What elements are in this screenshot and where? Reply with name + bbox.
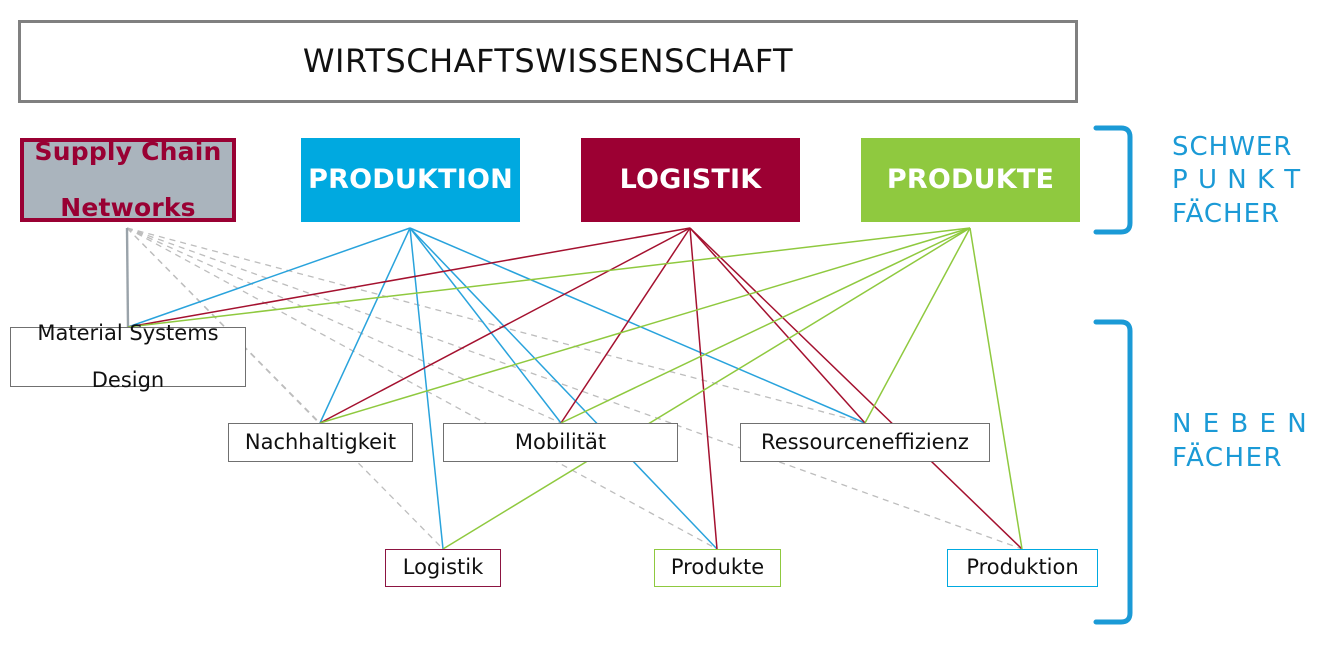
neben-line-1: N E B E N: [1172, 409, 1309, 439]
minor-subject-label-produktion: Produktion: [966, 555, 1079, 580]
minor-subject-produktion[interactable]: Produktion: [947, 549, 1098, 587]
major-subject-produktion[interactable]: PRODUKTION: [301, 138, 520, 222]
edge-produktion-to-msd: [127, 227, 411, 328]
edge-produkte-to-msd: [127, 227, 971, 328]
schwerpunkt-line-1: SCHWER: [1172, 132, 1293, 162]
edge-logistik-to-msd: [127, 227, 691, 328]
edge-scn-to-produkte_min: [126, 227, 718, 550]
major-subject-label-produktion: PRODUKTION: [308, 163, 513, 195]
edge-scn-to-produktion_min: [126, 227, 1023, 550]
edge-logistik-to-mobilitaet: [560, 227, 691, 424]
edge-produkte-to-ressourcen: [864, 227, 971, 424]
scn-line-2: Networks: [60, 193, 196, 222]
edge-scn-to-msd: [125, 227, 130, 328]
msd-line-1: Material Systems: [37, 320, 219, 345]
major-subject-label-produkte: PRODUKTE: [886, 163, 1055, 195]
edge-produkte-to-mobilitaet: [560, 227, 971, 424]
page-title-box: WIRTSCHAFTSWISSENSCHAFT: [18, 20, 1078, 103]
edge-logistik-to-produkte_min: [689, 227, 718, 550]
minor-subject-label-logistik: Logistik: [402, 555, 484, 580]
group-bracket-minor: [1093, 319, 1133, 625]
major-subject-produkte[interactable]: PRODUKTE: [861, 138, 1080, 222]
edge-logistik-to-ressourcen: [689, 227, 866, 424]
edge-produkte-to-produktion_min: [969, 227, 1023, 550]
minor-subject-ressourceneffizienz[interactable]: Ressourceneffizienz: [740, 423, 990, 462]
minor-subject-mobilitaet[interactable]: Mobilität: [443, 423, 678, 462]
msd-line-2: Design: [91, 367, 165, 392]
edge-produktion-to-produkte_min: [409, 227, 718, 550]
minor-subject-label-mobilitaet: Mobilität: [514, 429, 607, 454]
major-subject-label-logistik: LOGISTIK: [619, 163, 762, 195]
minor-subject-produkte[interactable]: Produkte: [654, 549, 781, 587]
edge-produktion-to-ressourcen: [409, 227, 866, 424]
edge-scn-to-ressourcen: [126, 227, 866, 424]
minor-subject-label-ressourcen: Ressourceneffizienz: [761, 429, 969, 454]
scn-line-1: Supply Chain: [34, 137, 222, 166]
minor-subject-label-nachhaltigkeit: Nachhaltigkeit: [244, 429, 397, 454]
edge-scn-to-logistik_min: [126, 227, 444, 550]
minor-subject-label-produkte: Produkte: [670, 555, 765, 580]
minor-subject-nachhaltigkeit[interactable]: Nachhaltigkeit: [228, 423, 413, 462]
edge-produktion-to-logistik_min: [409, 227, 444, 550]
group-bracket-major: [1093, 125, 1133, 235]
edge-scn-to-mobilitaet: [126, 227, 562, 424]
edge-produkte-to-logistik_min: [442, 227, 971, 550]
edge-produktion-to-mobilitaet: [409, 227, 562, 424]
edge-logistik-to-produktion_min: [689, 227, 1023, 550]
major-subject-logistik[interactable]: LOGISTIK: [581, 138, 800, 222]
edge-logistik-to-nachhaltigkeit: [319, 227, 691, 424]
schwerpunkt-line-2: P U N K T: [1172, 165, 1302, 196]
edge-produktion-to-nachhaltigkeit: [319, 227, 411, 424]
schwerpunkt-line-3: FÄCHER: [1172, 198, 1281, 229]
page-title: WIRTSCHAFTSWISSENSCHAFT: [302, 41, 794, 80]
edge-produkte-to-nachhaltigkeit: [319, 227, 971, 424]
group-label-schwerpunktfaecher: SCHWER P U N K T FÄCHER: [1172, 131, 1301, 231]
neben-line-2: FÄCHER: [1172, 442, 1284, 473]
minor-subject-logistik[interactable]: Logistik: [385, 549, 501, 587]
group-label-nebenfaecher: N E B E N FÄCHER: [1172, 408, 1308, 476]
